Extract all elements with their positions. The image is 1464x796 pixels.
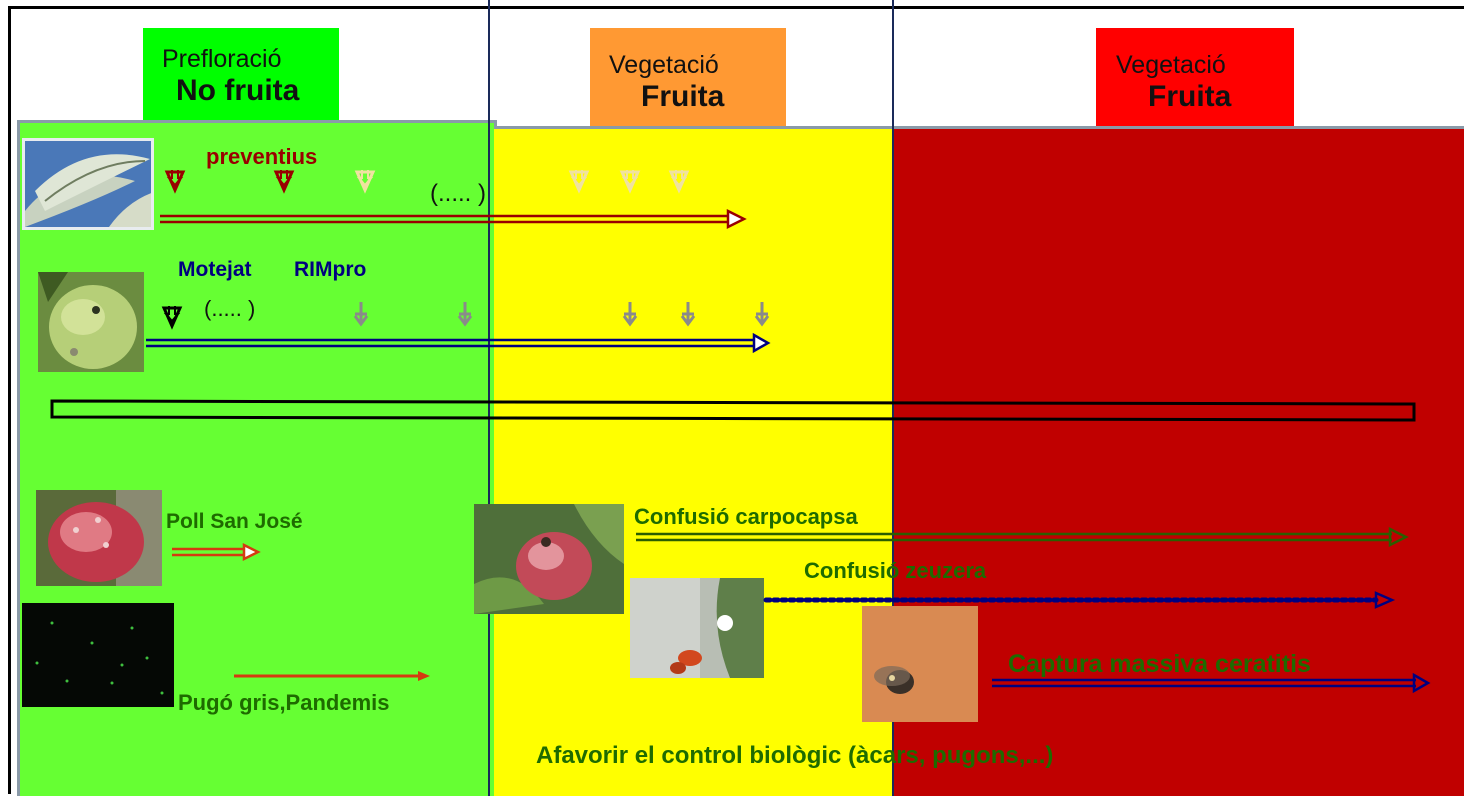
header-vegetacio-1: Vegetació Fruita xyxy=(590,28,786,126)
band-vegetacio-2 xyxy=(892,126,1464,796)
afavorir-control-label: Afavorir el control biològic (àcars, pug… xyxy=(536,742,1054,769)
branch-insect-icon xyxy=(630,578,764,678)
poll-san-jose-label: Poll San José xyxy=(166,510,303,533)
header-vegetacio-1-line2: Fruita xyxy=(641,80,725,113)
band-vegetacio-1 xyxy=(494,126,892,796)
preventius-triangle-6 xyxy=(669,168,689,192)
preventius-triangle-4 xyxy=(569,168,589,192)
fly-icon xyxy=(862,606,978,722)
header-prefloracio-line2: No fruita xyxy=(176,74,300,107)
captura-arrow xyxy=(992,672,1431,694)
outer-frame xyxy=(8,6,1464,794)
dark-field-photo xyxy=(22,603,174,707)
header-vegetacio-1-line1: Vegetació xyxy=(609,51,719,79)
rimpro-label: RIMpro xyxy=(294,258,367,281)
motejat-ellipsis: (..... ) xyxy=(204,296,256,321)
leaf-photo xyxy=(22,138,154,230)
motejat-gray-arrow-3 xyxy=(622,302,638,327)
red-apple-icon xyxy=(36,490,162,586)
confusio-carpocapsa-label: Confusió carpocapsa xyxy=(634,504,858,529)
leaf-icon xyxy=(25,141,151,227)
preventius-arrow xyxy=(160,208,747,230)
long-outline-bar xyxy=(50,399,1416,422)
damaged-apple-photo xyxy=(474,504,624,614)
zeuzera-dotted-arrow xyxy=(763,591,1396,609)
divider-line-2 xyxy=(892,0,894,796)
damaged-apple-icon xyxy=(474,504,624,614)
preventius-label: preventius xyxy=(206,144,318,169)
preventius-triangle-3 xyxy=(355,168,375,192)
divider-line-1 xyxy=(488,0,490,796)
motejat-gray-arrow-1 xyxy=(353,302,369,327)
motejat-label: Motejat xyxy=(178,258,252,281)
motejat-gray-arrow-4 xyxy=(680,302,696,327)
preventius-triangle-2 xyxy=(274,168,294,192)
pugo-arrow xyxy=(234,671,430,681)
header-vegetacio-2: Vegetació Fruita xyxy=(1096,28,1294,126)
red-apple-photo xyxy=(36,490,162,586)
preventius-triangle-5 xyxy=(620,168,640,192)
motejat-triangle-1 xyxy=(162,304,182,328)
header-prefloracio-line1: Prefloració xyxy=(162,45,282,73)
header-vegetacio-2-line2: Fruita xyxy=(1148,80,1232,113)
confusio-zeuzera-label: Confusió zeuzera xyxy=(804,558,987,583)
header-prefloracio: Prefloració No fruita xyxy=(143,28,339,120)
captura-ceratitis-label: Captura massiva ceratitis xyxy=(1008,650,1311,678)
preventius-ellipsis: (..... ) xyxy=(430,180,486,207)
carpocapsa-arrow xyxy=(636,526,1409,548)
motejat-gray-arrow-2 xyxy=(457,302,473,327)
preventius-triangle-1 xyxy=(165,168,185,192)
poll-arrow xyxy=(172,542,261,562)
fly-photo xyxy=(862,606,978,722)
motejat-gray-arrow-5 xyxy=(754,302,770,327)
header-vegetacio-2-line1: Vegetació xyxy=(1116,51,1226,79)
pugo-gris-label: Pugó gris,Pandemis xyxy=(178,690,390,715)
dark-field-icon xyxy=(22,603,174,707)
branch-insect-photo xyxy=(630,578,764,678)
green-apple-photo xyxy=(38,272,144,372)
motejat-arrow xyxy=(146,332,771,354)
green-apple-icon xyxy=(38,272,144,372)
